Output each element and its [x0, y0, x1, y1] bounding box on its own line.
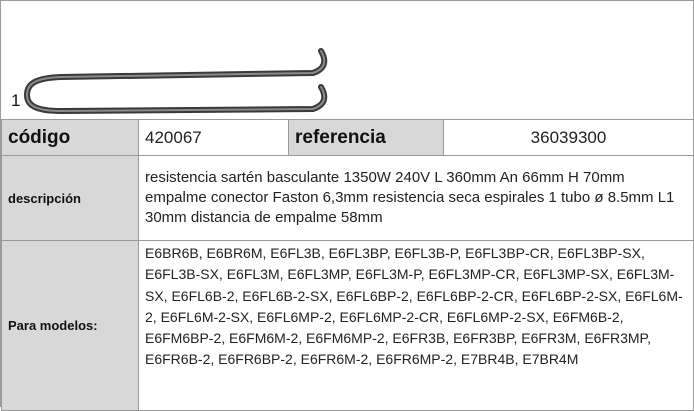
code-label: código	[1, 119, 139, 156]
image-number: 1	[11, 91, 21, 110]
models-label: Para modelos:	[1, 240, 139, 411]
product-image-box: 1	[1, 0, 693, 119]
description-label: descripción	[1, 155, 139, 241]
reference-value: 36039300	[443, 119, 694, 156]
code-value: 420067	[138, 119, 289, 156]
models-value: E6BR6B, E6BR6M, E6FL3B, E6FL3BP, E6FL3B-…	[138, 240, 694, 411]
description-row: descripción resistencia sartén basculant…	[1, 155, 694, 241]
description-value: resistencia sartén basculante 1350W 240V…	[138, 155, 694, 241]
product-spec-table: código 420067 referencia 36039300 descri…	[1, 119, 694, 411]
code-row: código 420067 referencia 36039300	[1, 119, 694, 156]
heating-element-icon	[24, 48, 328, 114]
models-row: Para modelos: E6BR6B, E6BR6M, E6FL3B, E6…	[1, 240, 694, 411]
reference-label: referencia	[288, 119, 444, 156]
